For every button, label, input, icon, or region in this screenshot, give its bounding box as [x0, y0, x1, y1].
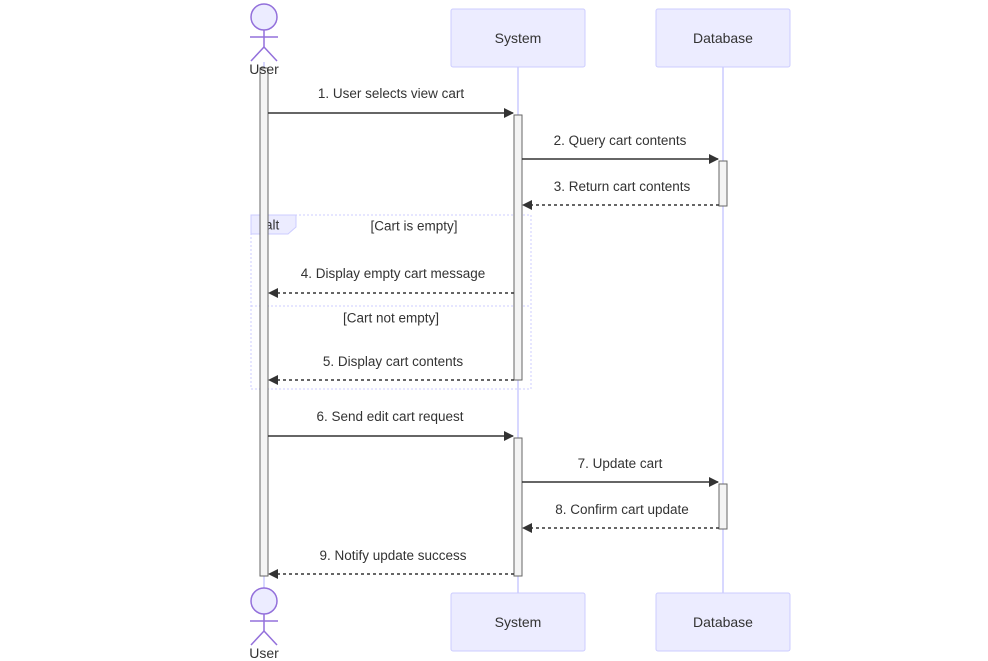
participant-label-system: System: [495, 30, 542, 46]
actor-label-user: User: [249, 61, 279, 77]
activation-user: [259, 67, 269, 577]
alt-keyword: alt: [265, 218, 280, 233]
message-label-7: 7. Update cart: [578, 456, 663, 471]
participant-system-top: System: [450, 8, 586, 68]
message-label-2: 2. Query cart contents: [554, 133, 687, 148]
actor-label-user-bottom: User: [249, 645, 279, 661]
actor-icon: [250, 587, 278, 646]
activation-database-1: [718, 160, 728, 207]
alt-condition-not-empty: [Cart not empty]: [343, 311, 439, 326]
message-label-5: 5. Display cart contents: [323, 354, 464, 369]
message-label-1: 1. User selects view cart: [318, 86, 465, 101]
message-label-9: 9. Notify update success: [319, 548, 466, 563]
participant-database-bottom: Database: [655, 592, 791, 652]
participant-user-top: User: [249, 3, 279, 77]
alt-condition-empty: [Cart is empty]: [370, 219, 457, 234]
message-label-6: 6. Send edit cart request: [316, 409, 463, 424]
activation-system-1: [513, 114, 523, 381]
activation-database-2: [718, 483, 728, 530]
message-label-8: 8. Confirm cart update: [555, 502, 689, 517]
participant-label-system-bottom: System: [495, 614, 542, 630]
participant-label-database-bottom: Database: [693, 614, 753, 630]
message-label-3: 3. Return cart contents: [554, 179, 691, 194]
participant-system-bottom: System: [450, 592, 586, 652]
activation-system-2: [513, 437, 523, 577]
actor-icon: [250, 3, 278, 62]
message-label-4: 4. Display empty cart message: [301, 266, 486, 281]
participant-label-database: Database: [693, 30, 753, 46]
participant-user-bottom: User: [249, 587, 279, 661]
participant-database-top: Database: [655, 8, 791, 68]
